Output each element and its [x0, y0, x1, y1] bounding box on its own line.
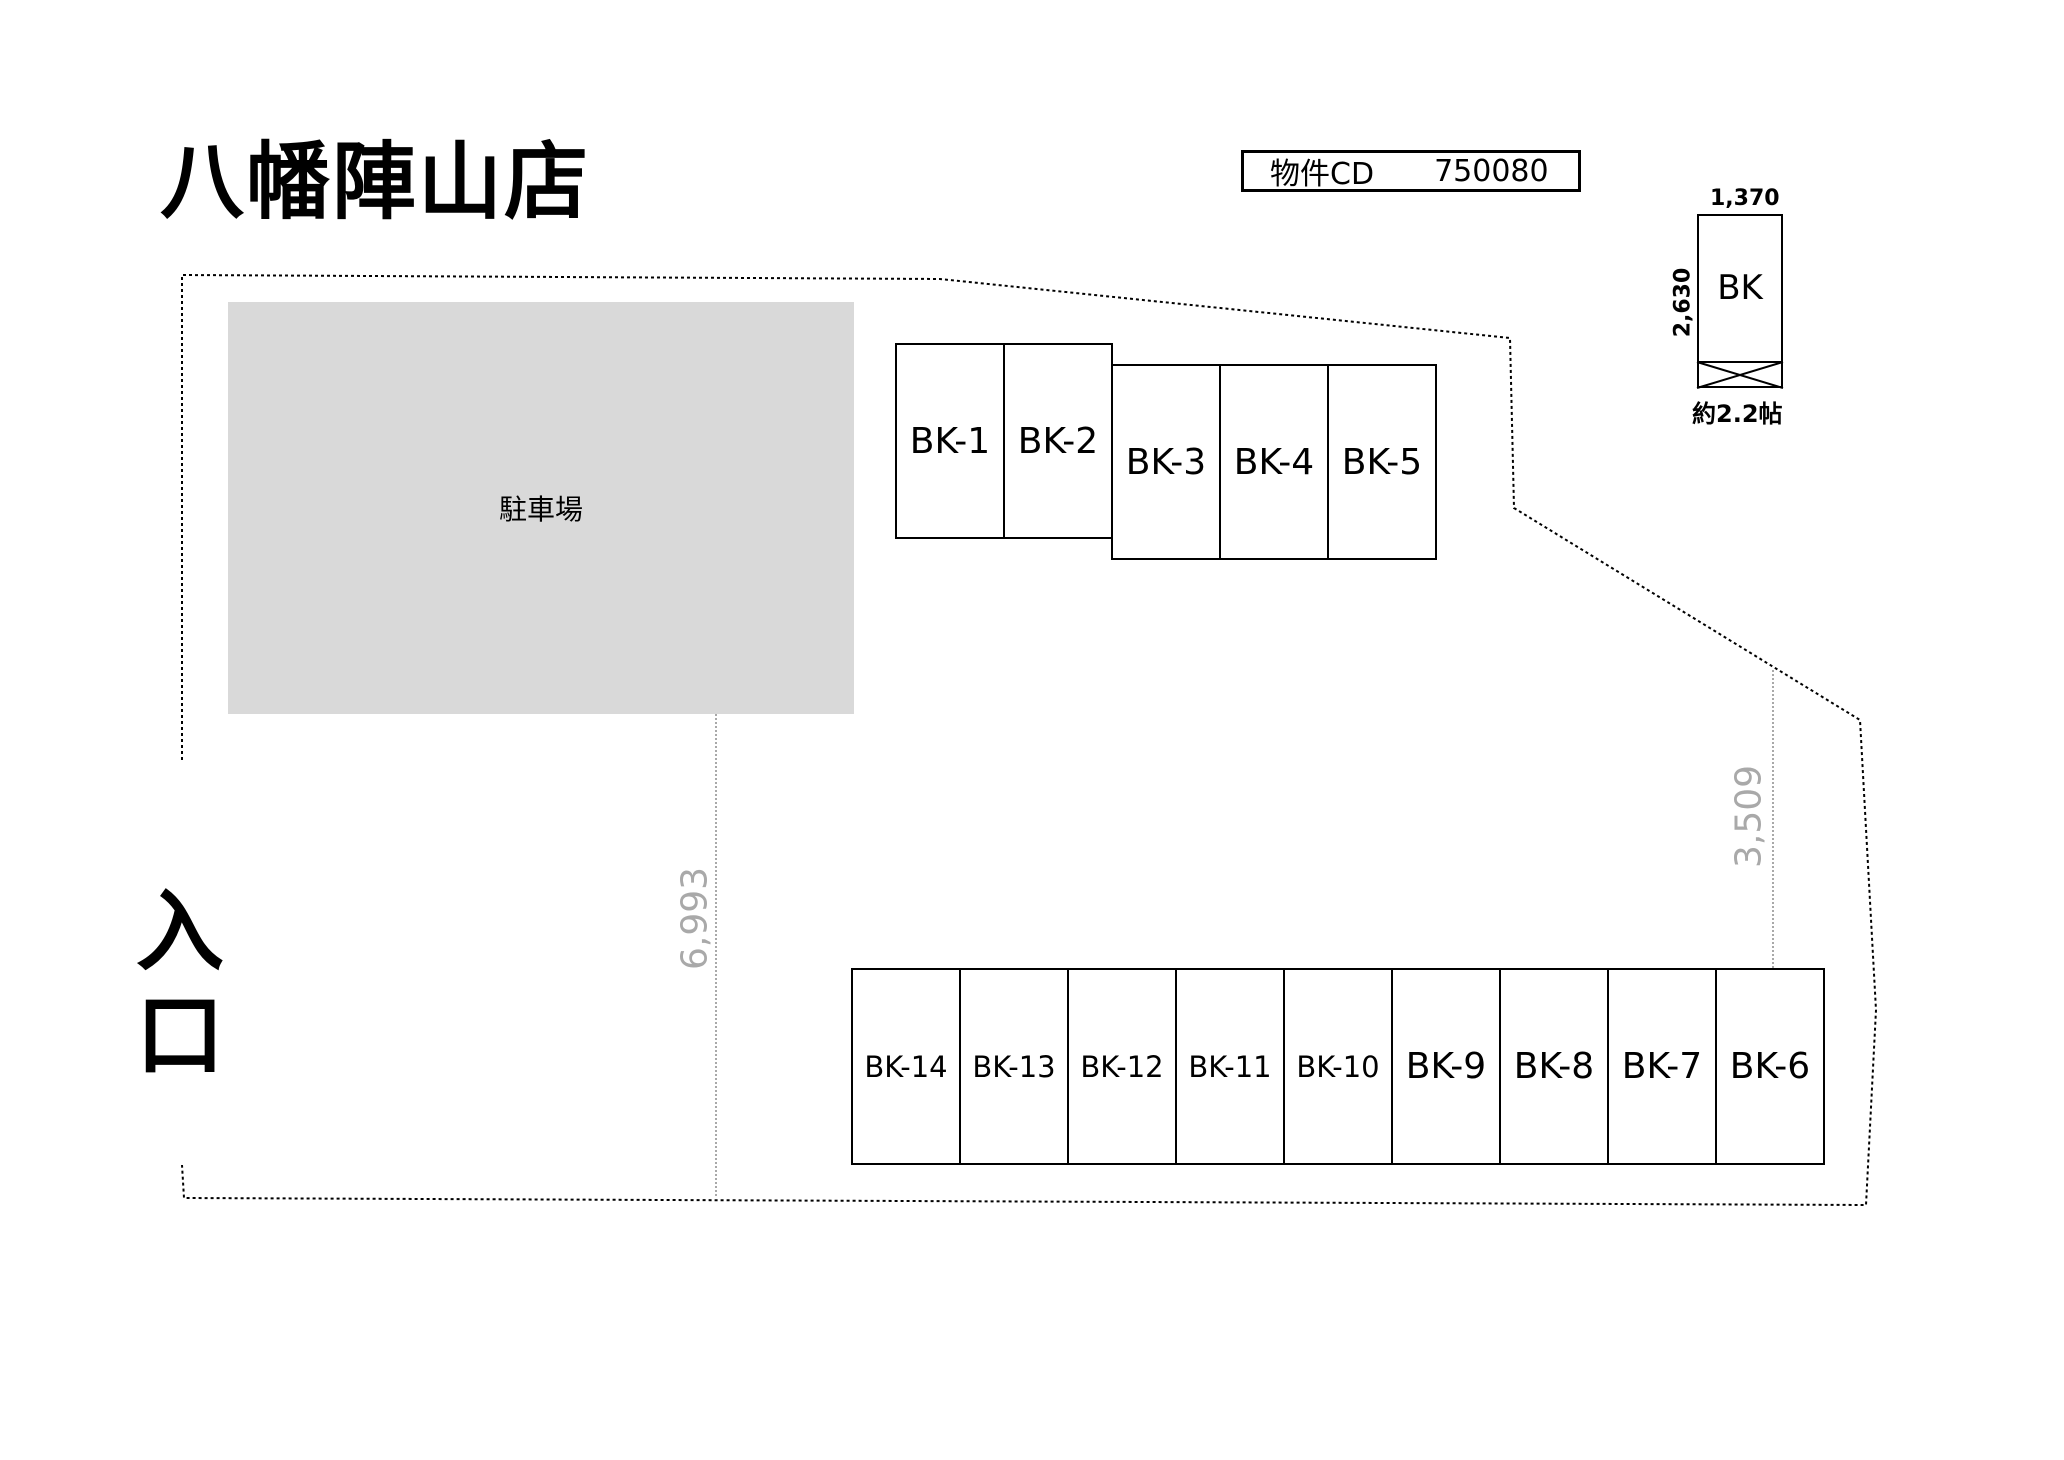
property-code-label: 物件CD — [1270, 157, 1375, 192]
unit-label: BK-7 — [1621, 1046, 1703, 1087]
property-code-box: 物件CD 750080 — [1241, 150, 1581, 192]
unit-bk-10: BK-10 — [1283, 968, 1393, 1165]
unit-label: BK-13 — [972, 1049, 1056, 1084]
unit-label: BK-4 — [1233, 441, 1315, 483]
unit-label: BK-5 — [1341, 441, 1423, 483]
unit-bk-3: BK-3 — [1111, 364, 1221, 560]
store-title: 八幡陣山店 — [160, 133, 591, 231]
unit-label: BK-14 — [864, 1049, 948, 1084]
unit-label: BK-8 — [1513, 1046, 1595, 1087]
unit-label: BK-9 — [1405, 1046, 1487, 1087]
legend-unit-box — [1697, 214, 1783, 388]
legend-area-label: 約2.2帖 — [1692, 400, 1783, 428]
unit-bk-14: BK-14 — [851, 968, 961, 1165]
entrance-char-2: 口 — [135, 983, 224, 1087]
site-boundary — [181, 273, 1878, 1207]
unit-label: BK-11 — [1188, 1049, 1272, 1084]
entrance-char-1: 入 — [135, 880, 224, 983]
unit-label: BK-1 — [909, 420, 991, 462]
legend-depth-label: 2,630 — [1670, 267, 1696, 338]
unit-bk-13: BK-13 — [959, 968, 1069, 1165]
unit-bk-7: BK-7 — [1607, 968, 1717, 1165]
dimension-label-right: 3,509 — [1728, 764, 1770, 869]
legend-width-label: 1,370 — [1710, 186, 1780, 211]
unit-label: BK-10 — [1296, 1049, 1380, 1084]
parking-area: 駐車場 — [228, 302, 854, 714]
dimension-label-left: 6,993 — [674, 866, 716, 971]
unit-label: BK-12 — [1080, 1049, 1164, 1084]
entrance-label: 入 口 — [130, 880, 230, 1088]
unit-bk-12: BK-12 — [1067, 968, 1177, 1165]
unit-bk-8: BK-8 — [1499, 968, 1609, 1165]
unit-bk-2: BK-2 — [1003, 343, 1113, 539]
unit-bk-1: BK-1 — [895, 343, 1005, 539]
unit-label: BK-2 — [1017, 420, 1099, 462]
property-code-value: 750080 — [1434, 153, 1549, 189]
unit-label: BK-3 — [1125, 441, 1207, 483]
parking-label: 駐車場 — [498, 493, 583, 526]
unit-bk-11: BK-11 — [1175, 968, 1285, 1165]
unit-bk-9: BK-9 — [1391, 968, 1501, 1165]
unit-bk-6: BK-6 — [1715, 968, 1825, 1165]
legend-cross-b — [1696, 361, 1784, 389]
legend-unit-label: BK — [1717, 268, 1763, 308]
unit-bk-5: BK-5 — [1327, 364, 1437, 560]
unit-bk-4: BK-4 — [1219, 364, 1329, 560]
unit-label: BK-6 — [1729, 1046, 1811, 1087]
